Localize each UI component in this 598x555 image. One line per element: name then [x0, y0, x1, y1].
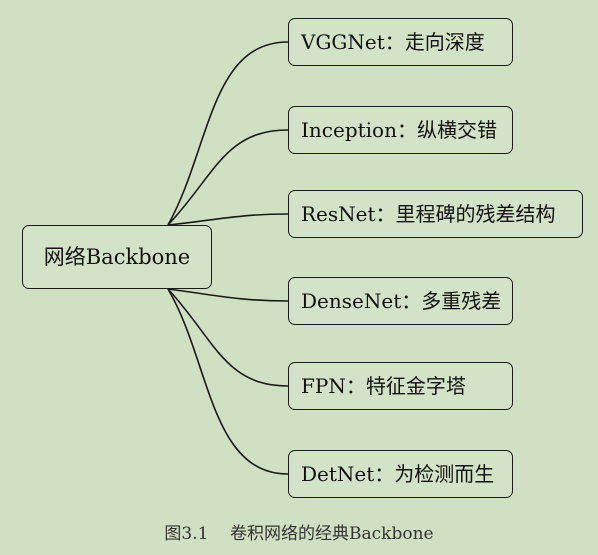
branch-node-inception: Inception：纵横交错 — [288, 106, 513, 154]
connector-fpn — [167, 288, 289, 387]
branch-node-vggnet: VGGNet：走向深度 — [288, 18, 513, 66]
connector-inception — [167, 129, 289, 226]
branch-node-resnet: ResNet：里程碑的残差结构 — [288, 190, 583, 238]
root-node-backbone: 网络Backbone — [22, 225, 212, 289]
connector-vggnet — [167, 41, 289, 226]
branch-node-fpn: FPN：特征金字塔 — [288, 362, 513, 410]
connector-resnet — [167, 213, 289, 226]
branch-node-densenet: DenseNet：多重残差 — [288, 277, 513, 325]
connector-detnet — [167, 288, 289, 475]
branch-node-detnet: DetNet：为检测而生 — [288, 450, 513, 498]
connector-densenet — [167, 288, 289, 302]
figure-caption: 图3.1 卷积网络的经典Backbone — [164, 524, 434, 544]
